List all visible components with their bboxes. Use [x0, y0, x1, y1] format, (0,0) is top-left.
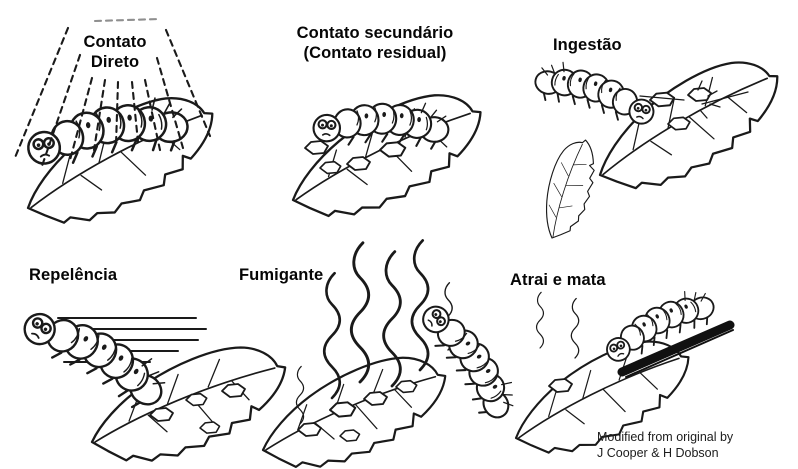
illustration-atrai-e-mata	[498, 282, 735, 469]
illustration-contato-direto	[7, 17, 234, 247]
caterpillar-drawing	[16, 289, 177, 420]
caption-repelencia: Repelência	[29, 266, 118, 284]
caption-atrai-e-mata: Atrai e mata	[510, 271, 606, 289]
caption-fumigante: Fumigante	[239, 266, 324, 284]
caption-contato-secundario: Contato secundário (Contato residual)	[296, 24, 454, 63]
illustration-contato-secundario	[274, 74, 501, 240]
leaf-drawing	[274, 74, 501, 240]
leaf-drawing	[247, 339, 462, 469]
caption-contato-direto: Contato Direto	[83, 33, 147, 72]
leaf-fragment-drawing	[530, 132, 608, 246]
illustration-repelencia	[16, 289, 303, 469]
credit-text: Modified from original by J Cooper & H D…	[597, 430, 734, 460]
caterpillar-drawing	[530, 56, 662, 129]
caption-ingestao: Ingestão	[553, 36, 622, 54]
caterpillar-drawing	[415, 291, 526, 428]
fume-lines	[535, 291, 580, 359]
spray-lines	[12, 17, 212, 168]
bait-stick	[617, 320, 735, 378]
leaf-drawing	[578, 40, 798, 213]
illustration-ingestao	[530, 40, 798, 246]
deposit-rays	[639, 80, 749, 119]
